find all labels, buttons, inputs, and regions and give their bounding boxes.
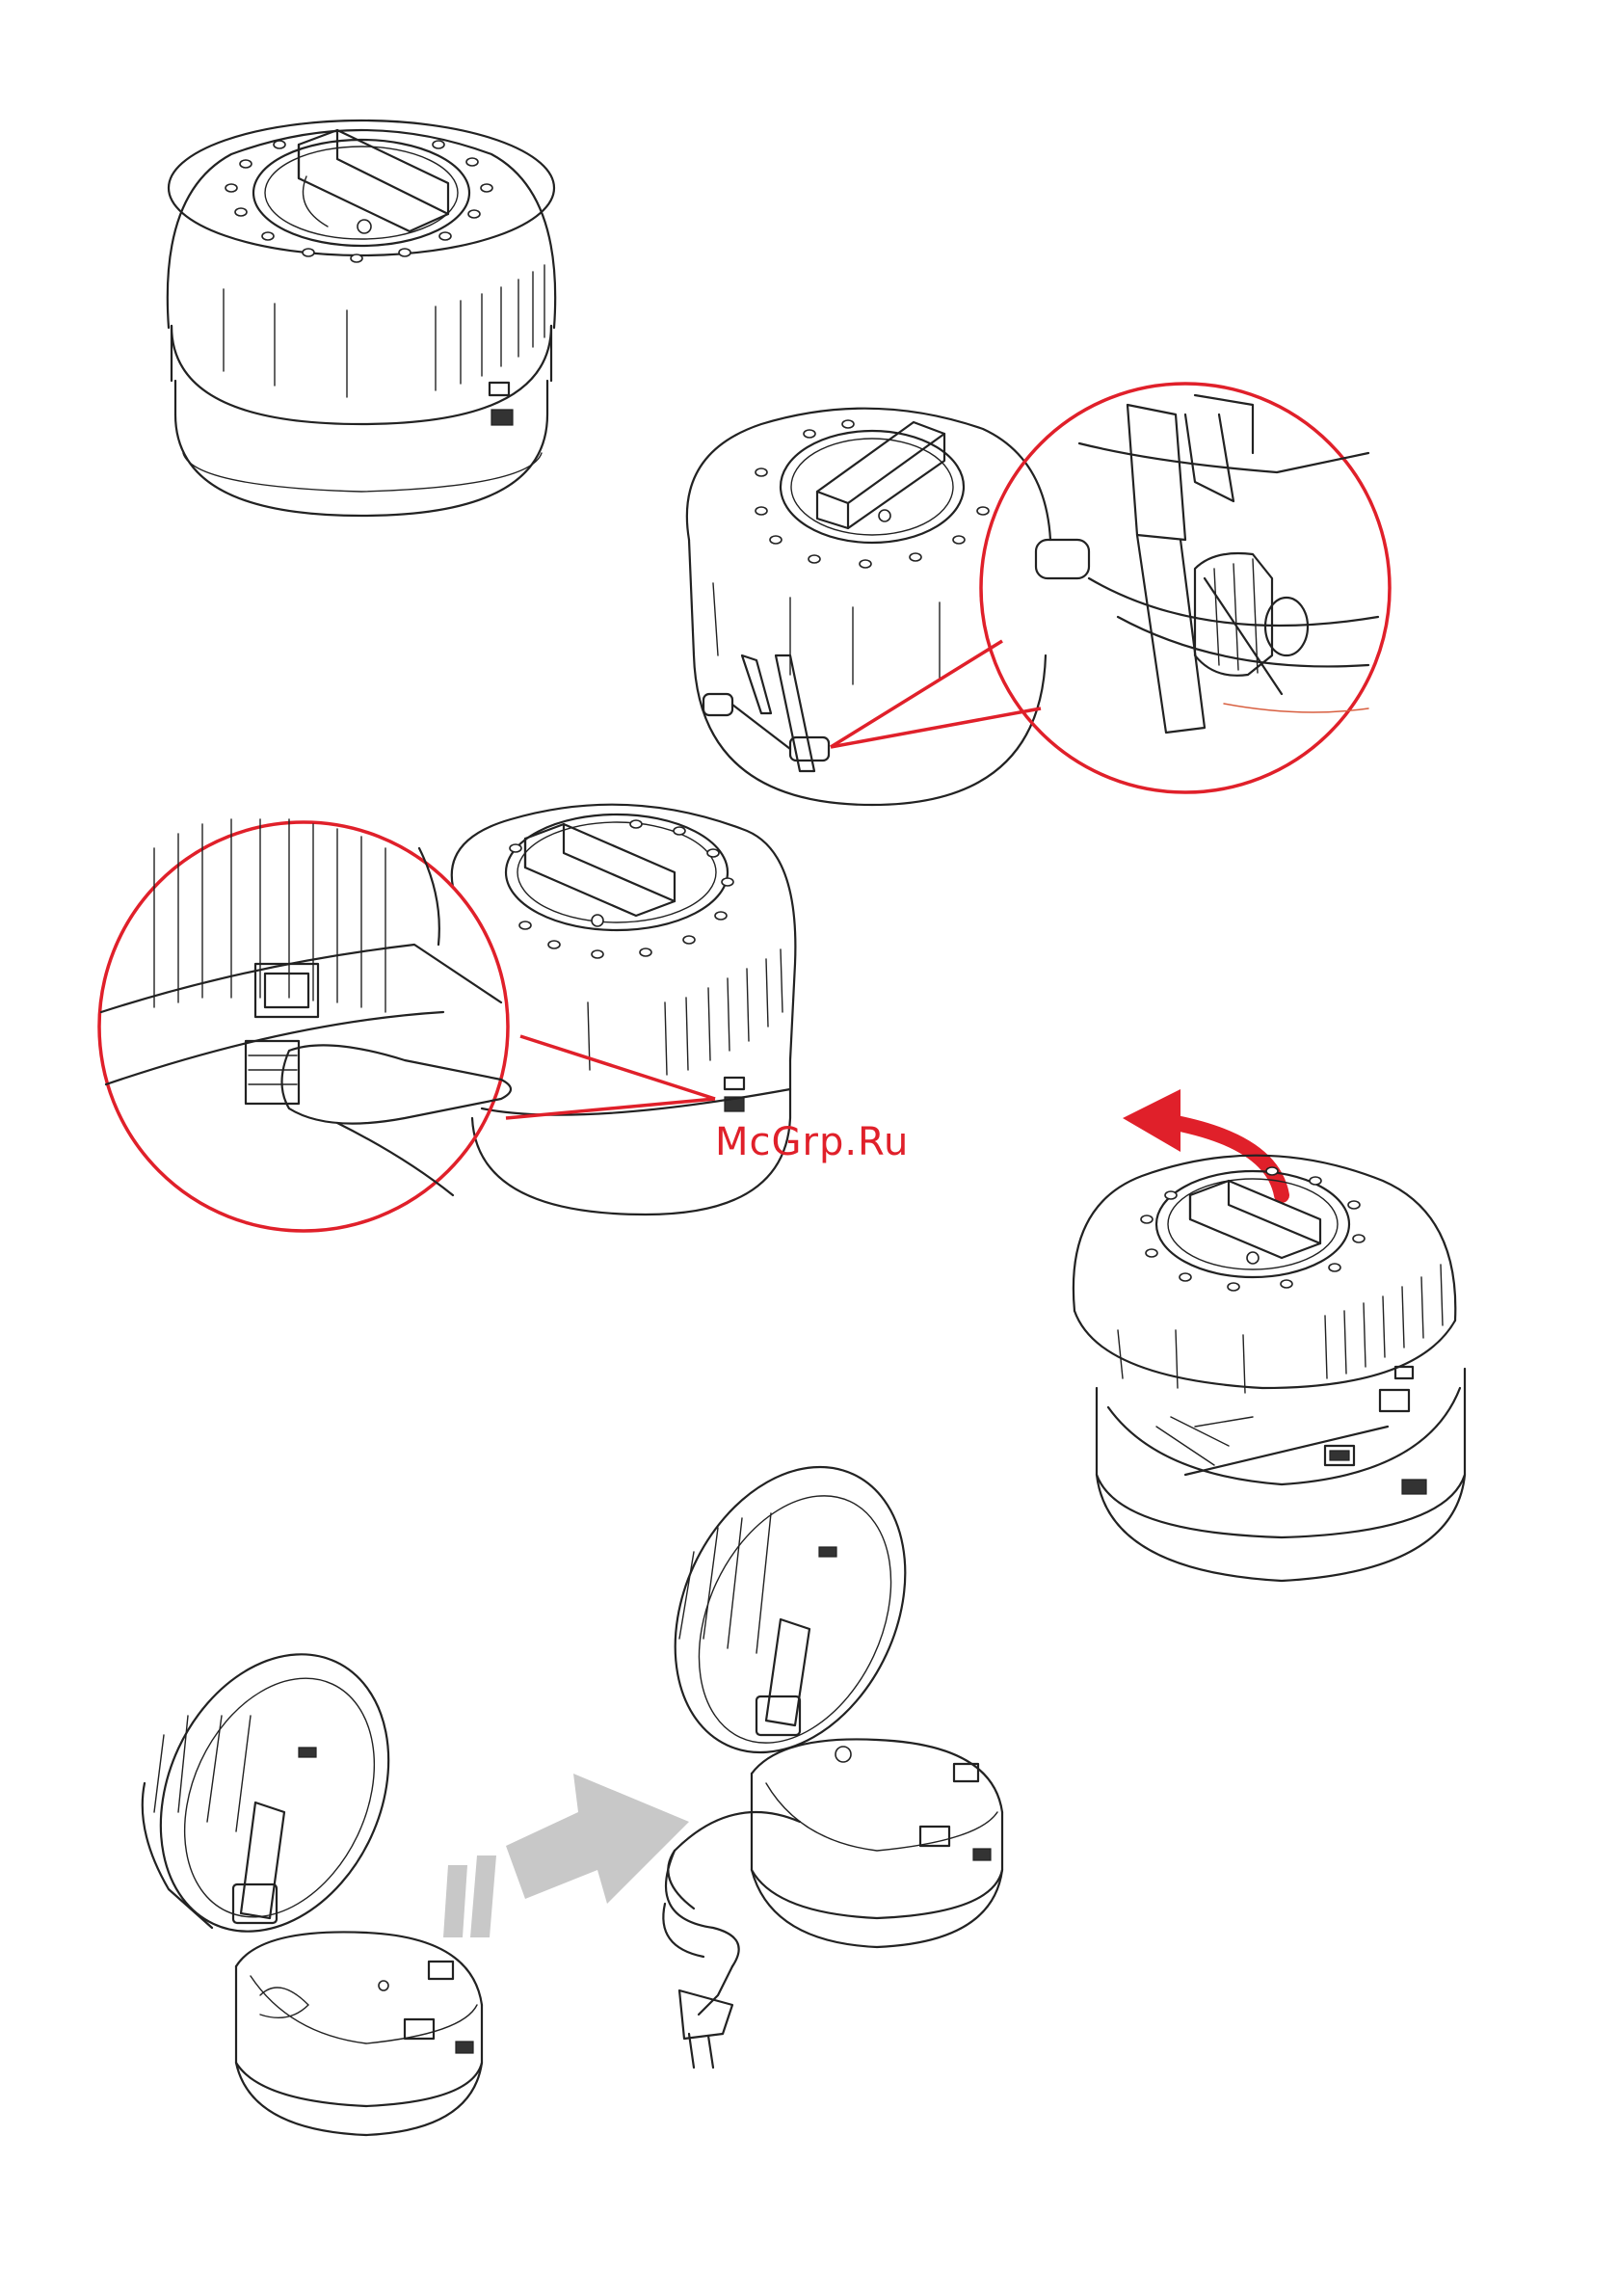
step-3-release-button <box>99 805 795 1231</box>
step-2-clamp-detail <box>687 384 1390 805</box>
step-5-open-lid <box>118 1429 1002 2135</box>
vent-holes <box>225 141 492 262</box>
watermark-text: McGrp.Ru <box>715 1120 909 1164</box>
zoom-callout-circle-2 <box>99 822 508 1231</box>
step-1-closed-unit <box>168 120 555 516</box>
rotate-arrow-icon <box>1123 1089 1180 1152</box>
step-4-rotate-lid <box>1074 1089 1465 1581</box>
transition-arrow-icon <box>443 1774 689 1937</box>
